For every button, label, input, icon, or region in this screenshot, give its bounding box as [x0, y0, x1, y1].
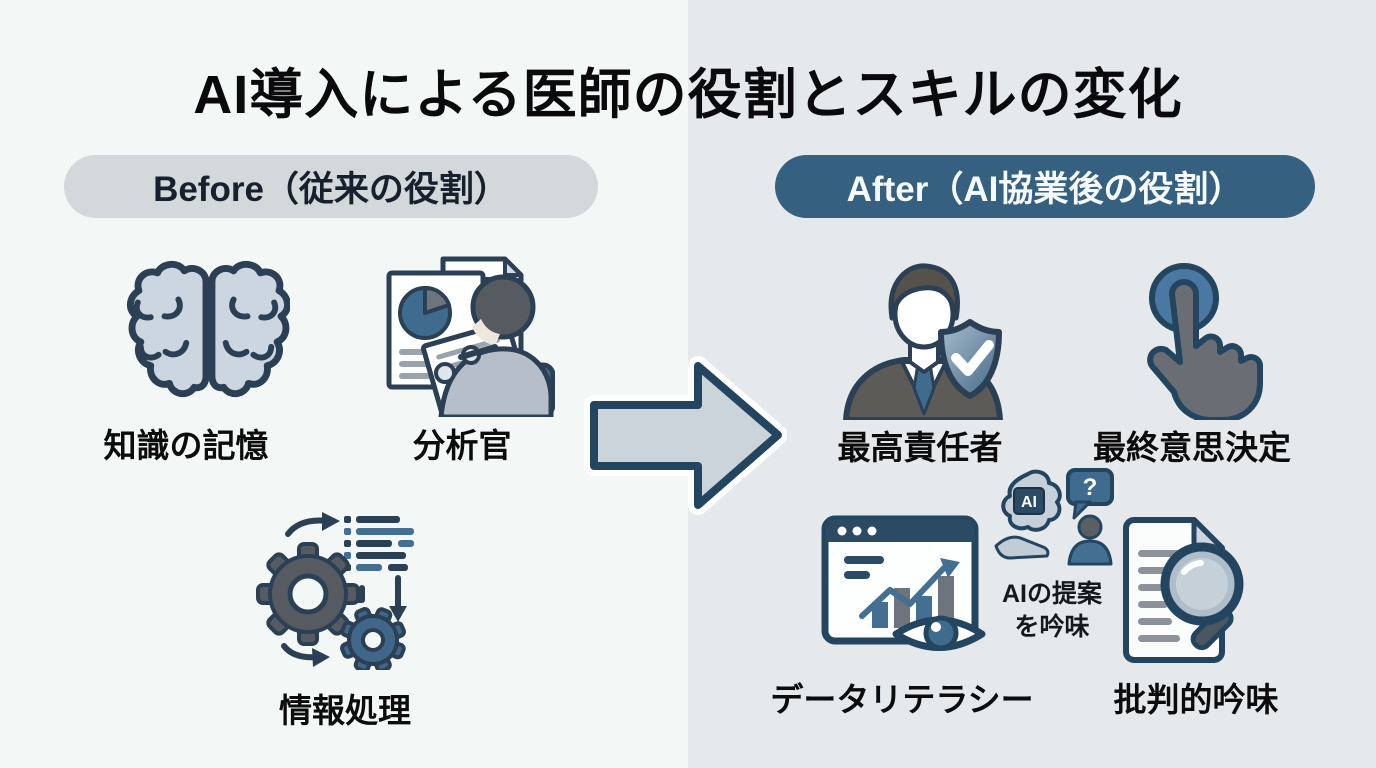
- label-information-processing: 情報処理: [279, 692, 411, 729]
- doctor-shield-icon: [838, 258, 1010, 420]
- ai-suggestion-caption-line1: AIの提案: [1001, 580, 1103, 608]
- label-data-literacy: データリテラシー: [770, 681, 1034, 718]
- after-header-pill: After（AI協業後の役割）: [775, 155, 1315, 218]
- document-magnifier-icon: [1114, 512, 1266, 668]
- brain-icon: [122, 258, 290, 416]
- label-chief-responsible: 最高責任者: [837, 429, 1003, 466]
- finger-press-icon: [1110, 258, 1270, 420]
- label-analyst: 分析官: [412, 427, 512, 464]
- label-final-decision: 最終意思決定: [1093, 429, 1291, 466]
- label-knowledge-memory: 知識の記憶: [103, 427, 269, 464]
- analyst-icon: [383, 253, 555, 417]
- before-panel-background: [0, 0, 688, 768]
- before-header-pill: Before（従来の役割）: [64, 155, 598, 218]
- gears-processing-icon: [252, 504, 424, 670]
- ai-suggestion-caption-line2: を吟味: [1014, 613, 1090, 641]
- after-header-label: After（AI協業後の役割）: [846, 170, 1244, 209]
- label-critical-appraisal: 批判的吟味: [1113, 681, 1279, 718]
- ai-chip-label: AI: [1021, 494, 1037, 511]
- page-title: AI導入による医師の役割とスキルの変化: [193, 65, 1183, 125]
- question-bubble-label: ?: [1083, 474, 1098, 501]
- transition-arrow-icon: [582, 356, 787, 516]
- before-header-label: Before（従来の役割）: [153, 170, 509, 209]
- ai-suggestion-icon: AI ?: [988, 468, 1120, 576]
- dashboard-eye-icon: [820, 514, 998, 662]
